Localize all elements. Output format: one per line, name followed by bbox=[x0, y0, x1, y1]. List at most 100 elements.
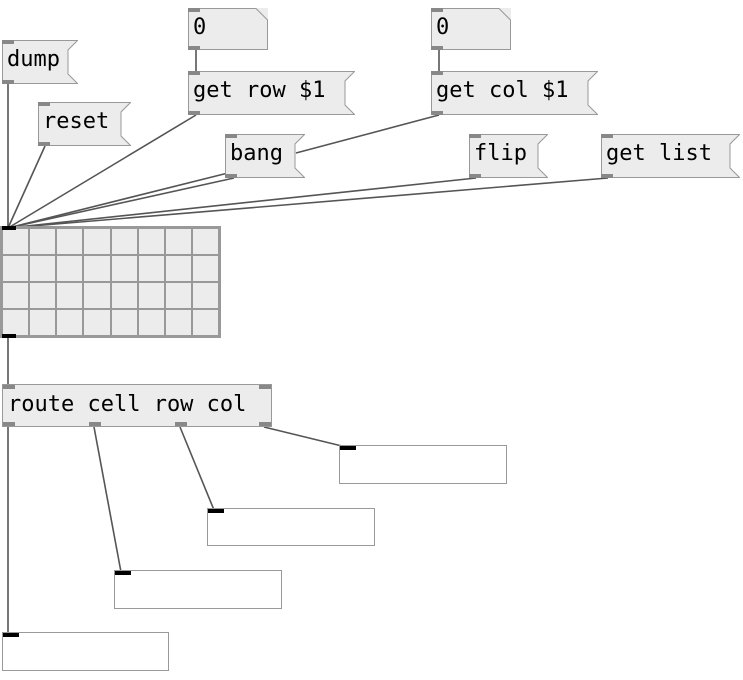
output-box-row-inlet[interactable] bbox=[115, 571, 131, 575]
route-outlet-reject[interactable] bbox=[259, 422, 271, 426]
matrix-cell[interactable] bbox=[2, 255, 30, 282]
matrix-cell[interactable] bbox=[83, 228, 111, 255]
matrix-inlet[interactable] bbox=[2, 226, 16, 230]
matrix-cell[interactable] bbox=[83, 282, 111, 309]
reset-message-label: reset bbox=[43, 109, 110, 134]
get-list-message-inlet[interactable] bbox=[601, 134, 613, 138]
matrix-cell[interactable] bbox=[29, 255, 57, 282]
dump-message-label: dump bbox=[7, 47, 60, 72]
get-list-message-outlet[interactable] bbox=[601, 174, 613, 178]
matrix-cell[interactable] bbox=[110, 309, 138, 336]
matrix-outlet[interactable] bbox=[2, 334, 16, 338]
get-col-message-inlet[interactable] bbox=[431, 71, 443, 75]
matrix-cell[interactable] bbox=[137, 309, 165, 336]
get-list-message-label: get list bbox=[606, 141, 712, 166]
cord-reset-to-matrix bbox=[7, 145, 46, 229]
route-outlet-cell[interactable] bbox=[3, 422, 15, 426]
route-inlet-right[interactable] bbox=[259, 385, 271, 389]
route-outlet-row[interactable] bbox=[89, 422, 101, 426]
matrix-cell[interactable] bbox=[137, 228, 165, 255]
output-box-reject[interactable] bbox=[339, 445, 507, 484]
row-number-box[interactable]: 0 bbox=[188, 8, 268, 50]
get-list-message[interactable]: get list bbox=[601, 134, 740, 178]
flip-message-label: flip bbox=[474, 141, 527, 166]
matrix-cell[interactable] bbox=[83, 255, 111, 282]
matrix-cell[interactable] bbox=[164, 309, 192, 336]
route-outlet-col[interactable] bbox=[175, 422, 187, 426]
matrix-cell[interactable] bbox=[29, 228, 57, 255]
matrix-cell[interactable] bbox=[110, 255, 138, 282]
get-row-message-inlet[interactable] bbox=[188, 71, 200, 75]
cord-route-out3 bbox=[179, 426, 215, 511]
row-number-value: 0 bbox=[193, 15, 207, 40]
matrix-cell[interactable] bbox=[2, 309, 30, 336]
matrix-cell[interactable] bbox=[29, 282, 57, 309]
output-box-col[interactable] bbox=[207, 508, 375, 546]
col-number-inlet[interactable] bbox=[431, 8, 443, 12]
cord-bang-to-matrix-b bbox=[7, 177, 235, 229]
flip-message[interactable]: flip bbox=[469, 134, 548, 178]
get-col-message-outlet[interactable] bbox=[431, 111, 443, 115]
reset-message-inlet[interactable] bbox=[38, 102, 50, 106]
get-col-message[interactable]: get col $1 bbox=[431, 71, 598, 115]
matrix-cell[interactable] bbox=[164, 255, 192, 282]
bang-message-outlet[interactable] bbox=[225, 174, 237, 178]
get-row-message-label: get row $1 bbox=[193, 78, 326, 103]
dump-message[interactable]: dump bbox=[2, 40, 78, 84]
route-object-label: route cell row col bbox=[8, 392, 247, 417]
reset-message[interactable]: reset bbox=[38, 102, 131, 146]
get-row-message-outlet[interactable] bbox=[188, 111, 200, 115]
matrix-cell[interactable] bbox=[2, 282, 30, 309]
reset-message-outlet[interactable] bbox=[38, 142, 50, 146]
matrix-grid[interactable] bbox=[0, 226, 221, 338]
row-number-outlet[interactable] bbox=[188, 46, 200, 50]
matrix-cell[interactable] bbox=[137, 282, 165, 309]
matrix-cell[interactable] bbox=[137, 255, 165, 282]
cord-route-out4 bbox=[263, 426, 347, 448]
matrix-cell[interactable] bbox=[56, 282, 84, 309]
cord-bang-to-matrix-a bbox=[7, 171, 233, 229]
output-box-cell[interactable] bbox=[2, 632, 169, 671]
matrix-cell[interactable] bbox=[191, 282, 219, 309]
matrix-cell[interactable] bbox=[164, 228, 192, 255]
col-number-value: 0 bbox=[436, 15, 450, 40]
col-number-box[interactable]: 0 bbox=[431, 8, 511, 50]
dump-message-outlet[interactable] bbox=[2, 80, 14, 84]
cord-get-col-to-matrix bbox=[295, 114, 440, 154]
matrix-cell[interactable] bbox=[29, 309, 57, 336]
route-inlet-left[interactable] bbox=[3, 385, 15, 389]
matrix-cell[interactable] bbox=[164, 282, 192, 309]
cord-get-row-to-matrix bbox=[7, 114, 197, 229]
matrix-cell[interactable] bbox=[56, 255, 84, 282]
matrix-cell[interactable] bbox=[56, 228, 84, 255]
output-box-row[interactable] bbox=[114, 570, 282, 609]
output-box-cell-inlet[interactable] bbox=[3, 633, 19, 637]
bang-message-inlet[interactable] bbox=[225, 134, 237, 138]
matrix-cell[interactable] bbox=[110, 282, 138, 309]
matrix-cell[interactable] bbox=[110, 228, 138, 255]
cord-get-list-to-matrix bbox=[7, 177, 609, 229]
matrix-cell[interactable] bbox=[191, 228, 219, 255]
cord-route-out2 bbox=[93, 426, 122, 573]
matrix-cell[interactable] bbox=[191, 309, 219, 336]
flip-message-inlet[interactable] bbox=[469, 134, 481, 138]
get-col-message-label: get col $1 bbox=[436, 78, 569, 103]
col-number-outlet[interactable] bbox=[431, 46, 443, 50]
route-object[interactable]: route cell row col bbox=[2, 384, 272, 427]
row-number-inlet[interactable] bbox=[188, 8, 200, 12]
matrix-cell[interactable] bbox=[83, 309, 111, 336]
output-box-col-inlet[interactable] bbox=[208, 509, 224, 513]
col-number-box-shape bbox=[431, 8, 511, 50]
matrix-cell[interactable] bbox=[2, 228, 30, 255]
row-number-box-shape bbox=[188, 8, 268, 50]
bang-message[interactable]: bang bbox=[225, 134, 305, 178]
matrix-cell[interactable] bbox=[191, 255, 219, 282]
get-row-message[interactable]: get row $1 bbox=[188, 71, 355, 115]
dump-message-inlet[interactable] bbox=[2, 40, 14, 44]
cord-flip-to-matrix bbox=[7, 177, 477, 229]
output-box-reject-inlet[interactable] bbox=[340, 446, 356, 450]
flip-message-outlet[interactable] bbox=[469, 174, 481, 178]
matrix-cell[interactable] bbox=[56, 309, 84, 336]
bang-message-label: bang bbox=[230, 141, 283, 166]
